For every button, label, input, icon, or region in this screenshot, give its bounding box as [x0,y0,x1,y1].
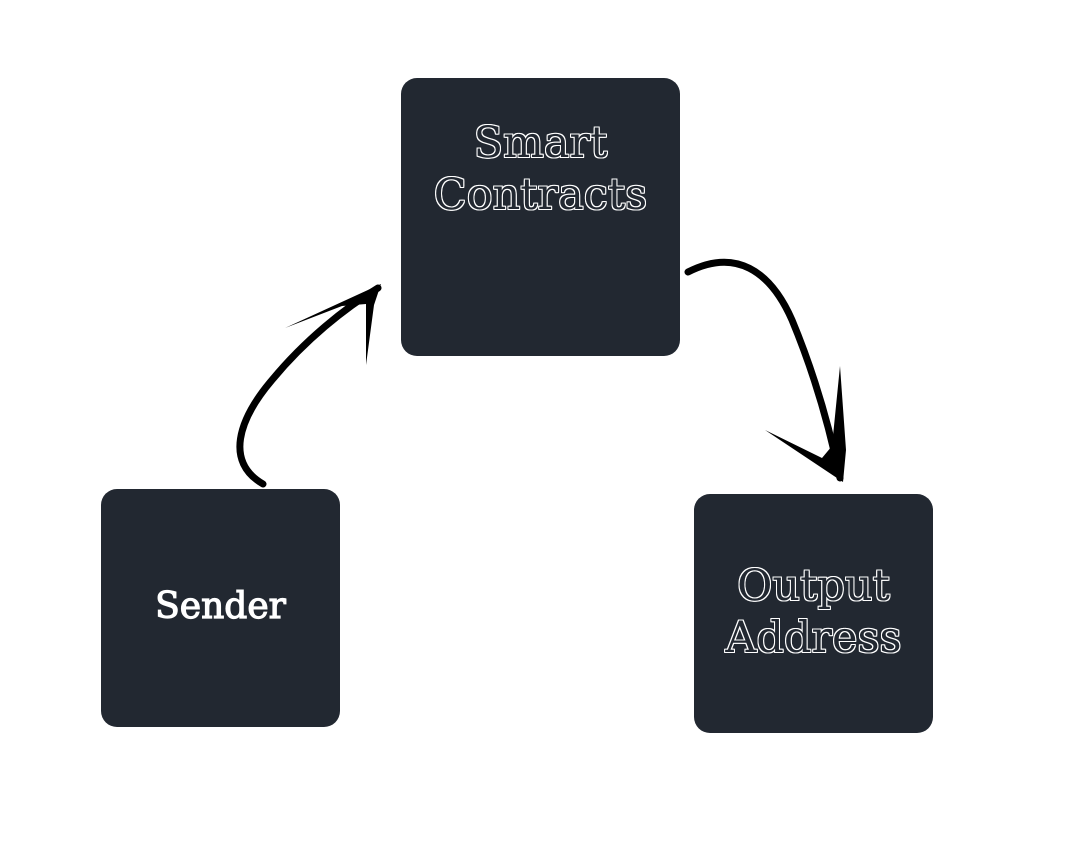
node-output-address-label-line-2: Address [725,612,902,663]
node-smart-contracts-label-line-2: Contracts [433,169,648,220]
node-output-address: Output Address [694,494,933,733]
node-output-address-label: Output Address [725,561,901,664]
node-output-address-label-line-1: Output [737,560,890,611]
arrow-sender-to-smart-contracts [236,284,382,488]
node-sender-label-line-1: Sender [155,585,287,627]
node-smart-contracts: Smart Contracts [401,78,680,356]
arrow-smart-contracts-to-output-address [684,258,846,482]
node-sender-label: Sender [155,585,287,628]
arrow-smart-contracts-to-output-address-head [765,366,846,482]
node-sender: Sender [101,489,340,727]
arrow-smart-contracts-to-output-address-shaft [684,258,844,482]
arrow-sender-to-smart-contracts-shaft [236,284,382,488]
node-smart-contracts-label: Smart Contracts [434,118,647,221]
node-smart-contracts-label-line-1: Smart [473,117,608,168]
arrow-sender-to-smart-contracts-head [285,284,381,365]
